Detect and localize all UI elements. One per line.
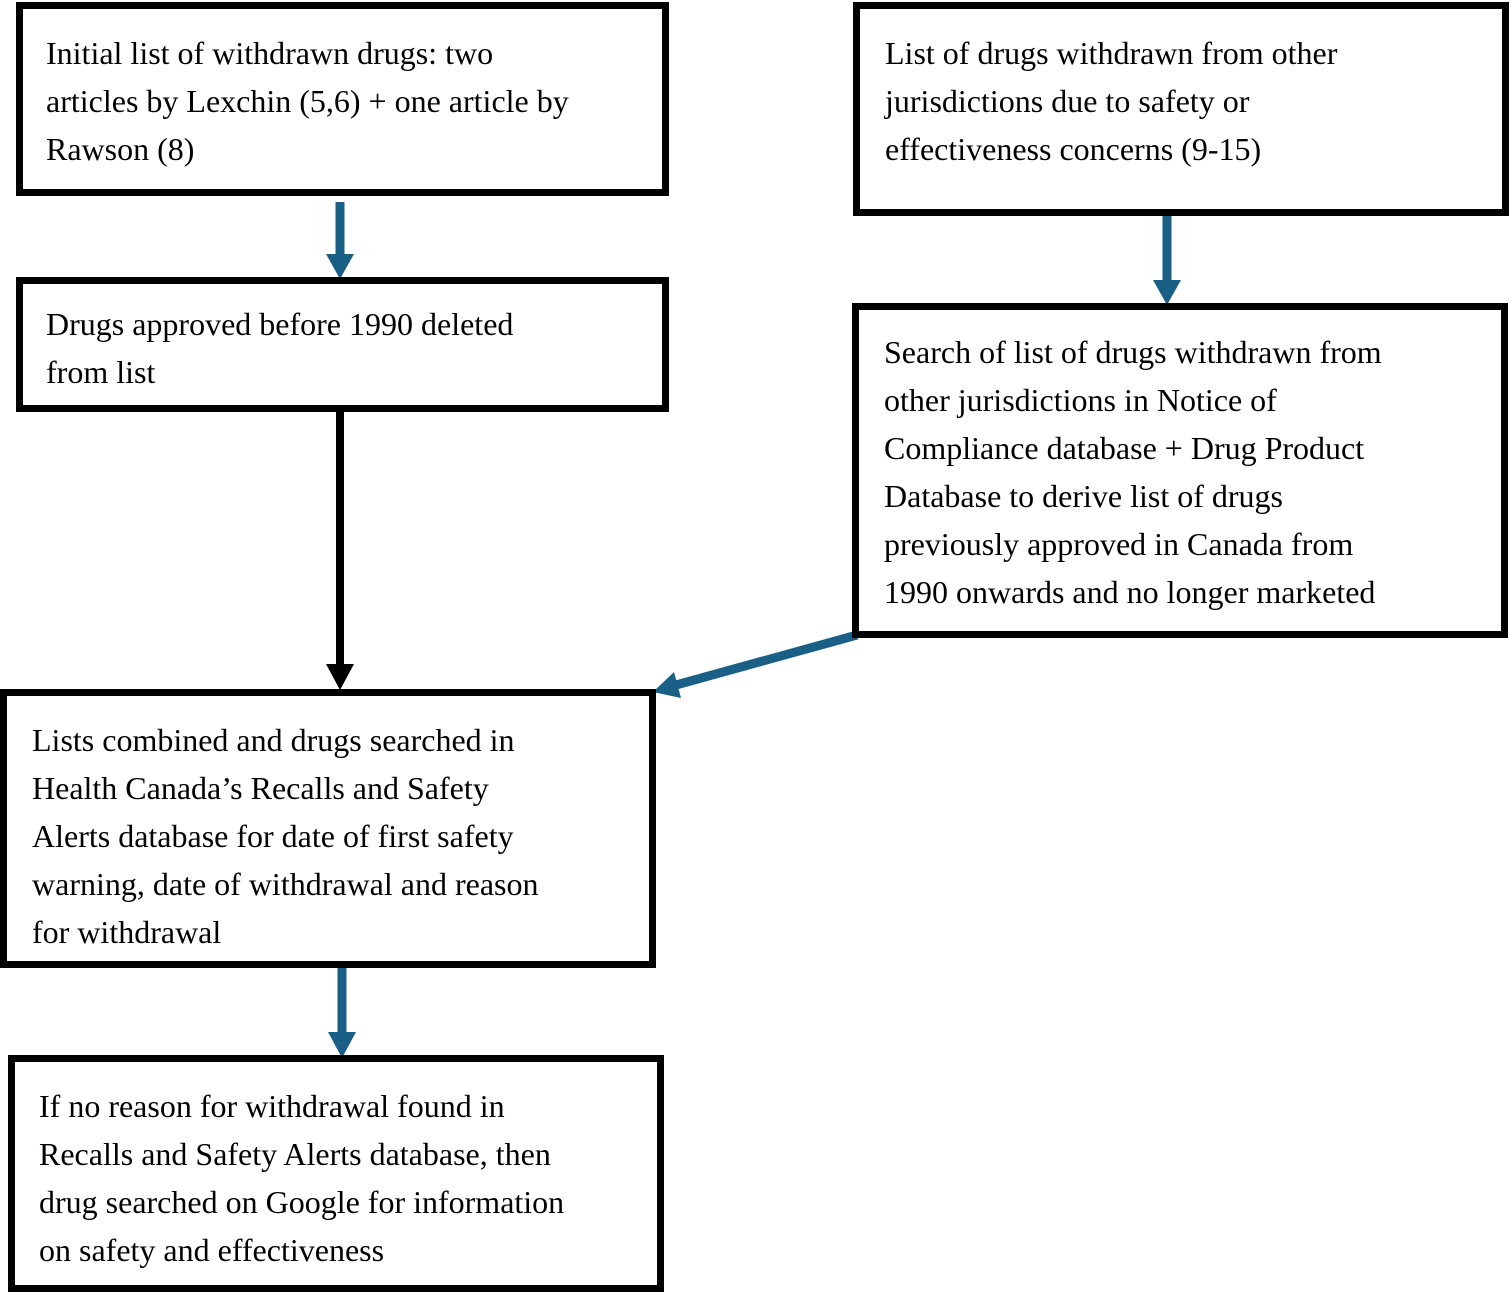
box-pre-1990-deleted: Drugs approved before 1990 deleted from … [16,277,669,412]
box-text-line: Database to derive list of drugs [884,478,1283,514]
box-text-line: Search of list of drugs withdrawn from [884,334,1382,370]
box-lists-combined: Lists combined and drugs searched in Hea… [0,689,656,968]
box-text-line: warning, date of withdrawal and reason [32,866,539,902]
arrowhead-initial-to-deleted [326,254,354,279]
box-text-line: Recalls and Safety Alerts database, then [39,1136,551,1172]
arrowhead-search-to-combined [653,672,681,698]
box-text-line: drug searched on Google for information [39,1184,565,1220]
arrowhead-jurisdictions-to-search [1153,280,1181,305]
box-text-line: If no reason for withdrawal found in [39,1088,505,1124]
box-text-line: Compliance database + Drug Product [884,430,1365,466]
box-text-line: List of drugs withdrawn from other [885,35,1338,71]
box-text-line: Lists combined and drugs searched in [32,722,515,758]
box-text-line: Alerts database for date of first safety [32,818,514,854]
box-text-line: Health Canada’s Recalls and Safety [32,770,489,806]
box-other-jurisdictions-list: List of drugs withdrawn from other juris… [853,2,1509,216]
box-text-line: for withdrawal [32,914,222,950]
box-text-line: effectiveness concerns (9-15) [885,131,1262,167]
box-text-line: Initial list of withdrawn drugs: two [46,35,494,71]
box-text-line: Rawson (8) [46,131,195,167]
box-text-line: 1990 onwards and no longer marketed [884,574,1376,610]
arrow-search-to-combined [674,630,859,690]
box-initial-withdrawn-list: Initial list of withdrawn drugs: two art… [16,2,669,196]
arrowhead-combined-to-google [328,1032,356,1058]
box-text-line: jurisdictions due to safety or [885,83,1250,119]
box-database-search: Search of list of drugs withdrawn from o… [852,303,1508,638]
box-text-line: Drugs approved before 1990 deleted [46,306,514,342]
arrowhead-deleted-to-combined [326,664,354,690]
box-text-line: other jurisdictions in Notice of [884,382,1277,418]
box-google-search: If no reason for withdrawal found in Rec… [8,1055,664,1292]
box-text-line: from list [46,354,156,390]
box-text-line: articles by Lexchin (5,6) + one article … [46,83,569,119]
box-text-line: previously approved in Canada from [884,526,1354,562]
box-text-line: on safety and effectiveness [39,1232,385,1268]
